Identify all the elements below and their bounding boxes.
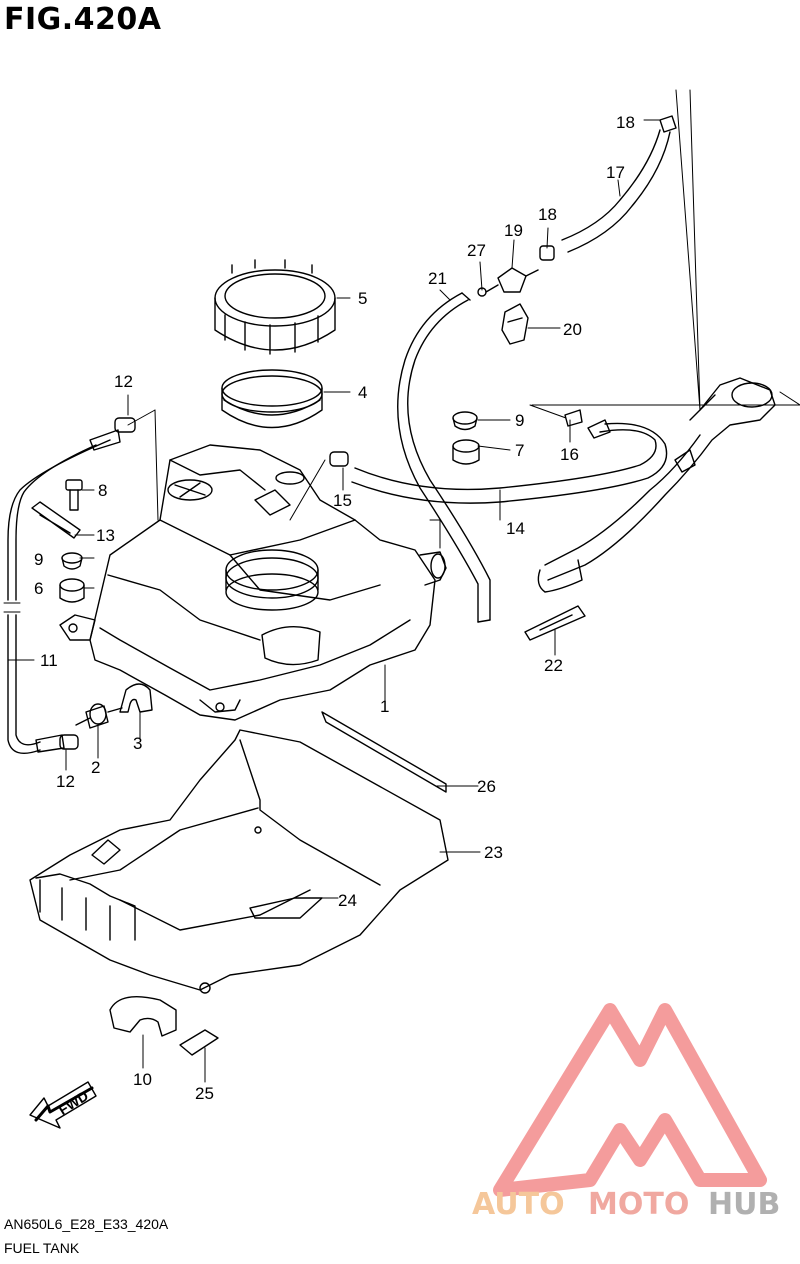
pad-26 (321, 711, 447, 793)
callout-2: 2 (91, 758, 100, 777)
holder-20 (501, 303, 529, 345)
bolt-8 (65, 479, 83, 511)
breather-hose-17 (561, 129, 661, 241)
callout-16: 16 (560, 445, 579, 464)
hose-clamp-15 (329, 451, 349, 467)
callout-6: 6 (34, 579, 43, 598)
fwd-arrow (29, 1081, 97, 1129)
hose-clamp-12-bottom (35, 734, 79, 753)
callout-19: 19 (504, 221, 523, 240)
cushion-7 (452, 439, 480, 465)
callout-9-left: 9 (34, 550, 43, 569)
hose-14 (354, 429, 657, 491)
lock-ring (214, 259, 336, 355)
callout-22: 22 (544, 656, 563, 675)
callout-12-bottom: 12 (56, 772, 75, 791)
hose-clamp-16 (564, 409, 583, 427)
callout-27: 27 (467, 241, 486, 260)
watermark-logo (493, 1003, 767, 1197)
holder-10 (109, 996, 177, 1037)
callout-8: 8 (98, 481, 107, 500)
bracket-22 (524, 605, 586, 641)
callout-25: 25 (195, 1084, 214, 1103)
hose-clamp-12-top (89, 417, 136, 451)
callout-14: 14 (506, 519, 525, 538)
filler-pipe (537, 377, 776, 593)
callout-18-mid: 18 (538, 205, 557, 224)
hose-11 (7, 439, 111, 754)
holder-3 (119, 683, 153, 713)
callout-18-top: 18 (616, 113, 635, 132)
callout-12-top: 12 (114, 372, 133, 391)
watermark-hub: HUB (708, 1187, 780, 1222)
callout-24: 24 (338, 891, 357, 910)
callout-7: 7 (515, 441, 524, 460)
callout-15: 15 (333, 491, 352, 510)
callout-1: 1 (380, 697, 389, 716)
under-tray-23 (29, 729, 449, 994)
hose-21 (407, 299, 491, 621)
callout-21: 21 (428, 269, 447, 288)
bracket-13 (31, 501, 81, 539)
callout-26: 26 (477, 777, 496, 796)
cushion-9-right (452, 411, 478, 431)
check-valve-19 (485, 267, 539, 293)
callout-3: 3 (133, 734, 142, 753)
figure-title: FIG.420A (4, 2, 162, 37)
callout-4: 4 (358, 383, 367, 402)
fuel-tank-body (59, 444, 447, 721)
cushion-6 (59, 578, 85, 603)
callout-23: 23 (484, 843, 503, 862)
callout-20: 20 (563, 320, 582, 339)
cushion-9-left (61, 552, 83, 570)
callout-9-right: 9 (515, 411, 524, 430)
watermark-moto: MOTO (588, 1187, 689, 1222)
watermark-text: AUTO MOTO HUB (472, 1187, 780, 1222)
diagram-code: AN650L6_E28_E33_420A (4, 1216, 169, 1232)
watermark-auto: AUTO (472, 1187, 565, 1222)
pump-gasket (221, 369, 323, 429)
label-24 (249, 897, 323, 919)
callout-10: 10 (133, 1070, 152, 1089)
callout-5: 5 (358, 289, 367, 308)
callout-17: 17 (606, 163, 625, 182)
diagram-name: FUEL TANK (4, 1240, 80, 1256)
leader-lines (7, 89, 800, 1083)
label-25 (179, 1029, 219, 1056)
valve-2 (75, 703, 123, 729)
callout-13: 13 (96, 526, 115, 545)
callout-11: 11 (40, 651, 58, 670)
hose-clamp-18-top (659, 115, 677, 133)
